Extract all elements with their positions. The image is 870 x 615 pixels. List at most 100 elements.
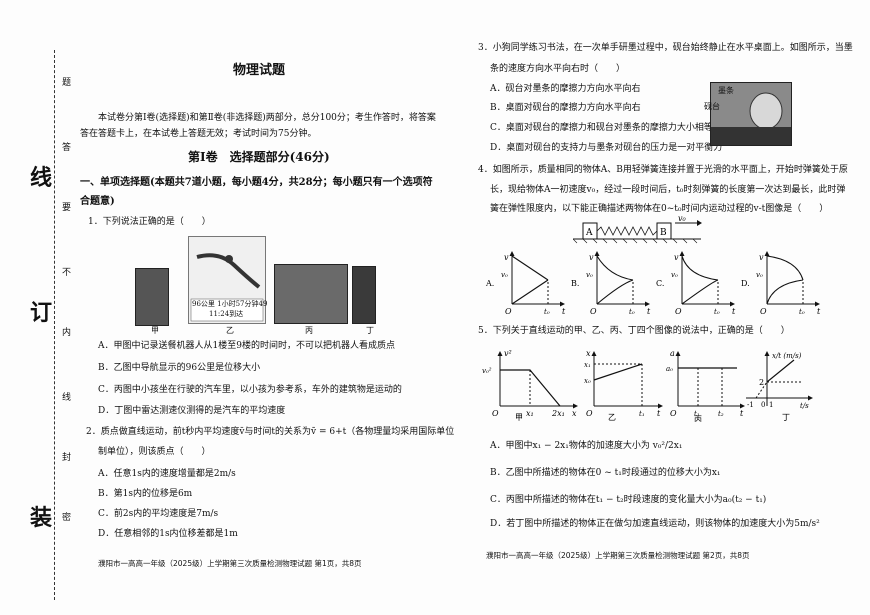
q4-axis-t0-label: t₀ [799,308,805,316]
block-b-label: B [660,228,667,238]
binding-small: 不 [62,268,72,278]
q4-axis-v0-label: v₀ [671,271,678,279]
q4-axis-t-label: t [647,307,651,316]
ding-v2: 2 [759,378,764,387]
question-3: 3．小狗同学练习书法，在一次单手研墨过程中，砚台始终静止在水平桌面上。如图所示，… [478,43,853,53]
jia-x1: x₁ [526,409,534,418]
question-1: 1．下列说法正确的是（ ） [88,217,211,227]
q2-option-b: B．第1s内的位移是6m [98,489,193,499]
q4-graph-letter: B. [571,279,579,288]
binding-char-ding: 订 [30,301,53,326]
q4-axis-t0-label: t₀ [629,308,635,316]
q5-option-b: B．乙图中所描述的物体在0 ~ t₁时段通过的位移大小为x₁ [490,468,721,478]
q4-axis-origin: O [675,307,682,316]
jia-x: x [572,409,577,418]
q5-option-c: C．丙图中所描述的物体在t₁ − t₂时段速度的变化量大小为a₀(t₂ − t₁… [490,495,767,505]
ding-n1: -1 [747,401,754,409]
q4-curve-a [511,255,549,281]
binding-small: 答 [62,143,72,153]
page-footer-1: 濮阳市一高高一年级（2025级）上学期第三次质量检测物理试题 第1页，共8页 [98,559,362,568]
q5-graph-bing: a a₀ O t₁ t₂ t 丙 [666,349,745,422]
q4-axis-t-label: t [732,307,736,316]
q5-graph-jia: v² v₀² O x₁ 2x₁ x 甲 [482,349,578,422]
q4-axis-t0-label: t₀ [544,308,550,316]
binding-small: 封 [62,453,72,463]
page-footer-2: 濮阳市一高高一年级（2025级）上学期第三次质量检测物理试题 第2页，共8页 [486,551,750,560]
question-3-cont: 条的速度方向水平向右时（ ） [490,64,626,74]
part-heading: 第Ⅰ卷 选择题部分(46分) [188,150,330,164]
photo-robot [135,268,169,326]
binding-margin [8,20,68,600]
q2-option-a: A．任意1s内的速度增量都是2m/s [98,469,236,479]
ding-v1: 1 [769,401,773,409]
caption-ding: 丁 [366,326,374,335]
q2-option-d: D．任意相邻的1s内位移差都是1m [98,529,238,539]
q4-axis-origin: O [760,307,767,316]
q2-option-c: C．前2s内的平均速度是7m/s [98,509,219,519]
q4-axis-v0-label: v₀ [586,271,593,279]
question-4-cont: 长，现给物体A一初速度v₀，经过一段时间后，t₀时刻弹簧的长度第一次达到最长，此… [490,185,846,195]
q3-option-a: A．砚台对墨条的摩擦力方向水平向右 [490,84,641,94]
block-a-label: A [585,228,593,238]
jia-y0: v₀² [482,367,492,375]
q1-option-a: A．甲图中记录送餐机器人从1楼至9楼的时间时，不可以把机器人看成质点 [98,341,395,351]
spring-diagram: A B v₀ [573,215,702,244]
yi-caption: 乙 [608,413,616,422]
intro-line: 本试卷分第Ⅰ卷(选择题)和第Ⅱ卷(非选择题)两部分，总分100分；考生作答时，将… [98,113,436,123]
q4-curve-a [766,255,804,281]
bing-caption: 丙 [694,415,702,422]
photo-radar [352,266,376,324]
question-2: 2．质点做直线运动，前t秒内平均速度v̄与时间t的关系为v̄ = 6+t（各物理… [86,427,455,437]
yi-y: x [586,349,591,358]
caption-yi: 乙 [226,326,234,335]
q4-graph-letter: D. [741,279,750,288]
paper-title: 物理试题 [233,63,286,78]
q4-axis-v0-label: v₀ [756,271,763,279]
nav-map [190,253,264,322]
q3-option-c: C．桌面对砚台的摩擦力和砚台对墨条的摩擦力大小相等 [490,123,713,133]
yi-t: t [657,409,661,418]
jia-o: O [492,409,499,418]
v0-label: v₀ [678,215,687,223]
label-ink-stick: 墨条 [718,86,734,95]
bing-t2: t₂ [718,410,724,418]
q4-axis-t-label: t [817,307,821,316]
binding-line [54,50,55,600]
q4-curve-b [596,279,634,305]
jia-y: v² [504,349,512,358]
question-2-cont: 制单位），则该质点（ ） [98,447,211,457]
ding-t: t/s [800,402,809,410]
q5-graph-ding: x/t (m/s) 2 1 -1 0 t/s 丁 [746,351,813,422]
q5-option-d: D．若丁图中所描述的物体正在做匀加速直线运动，则该物体的加速度大小为5m/s² [490,519,820,529]
q1-option-d: D．丁图中雷达测速仪测得的是汽车的平均速度 [98,406,286,416]
intro-line: 答在答题卡上，在本试卷上答题无效；考试时间为75分钟。 [80,129,317,139]
q4-curve-a [596,255,634,281]
q4-axis-v-label: v [674,253,679,262]
q3-option-b: B．桌面对砚台的摩擦力方向水平向右 [490,103,641,113]
ding-caption: 丁 [782,413,790,422]
q4-axis-t-label: t [562,307,566,316]
bing-o: O [670,409,677,418]
q5-graph-yi: x x₁ x₀ O t₁ t 乙 [584,349,663,422]
label-inkstone: 砚台 [704,102,720,111]
caption-bing: 丙 [305,326,313,335]
q4-graph-letter: A. [485,279,494,288]
q1-option-c: C．丙图中小孩坐在行驶的汽车里，以小孩为参考系，车外的建筑物是运动的 [98,385,402,395]
question-5: 5．下列关于直线运动的甲、乙、丙、丁四个图像的说法中，正确的是（ ） [478,326,790,336]
q4-axis-v-label: v [589,253,594,262]
section-heading: 合题意) [80,196,115,207]
q4-axis-origin: O [505,307,512,316]
nav-distance-text: 96公里 1小时57分钟49 [192,300,268,308]
yi-x0: x₀ [584,377,591,385]
binding-small: 线 [62,393,72,403]
q4-curve-a [681,255,719,281]
bing-y: a [670,349,675,358]
yi-o: O [586,409,593,418]
q4-graph-letter: C. [656,279,664,288]
photo-navigation: 96公里 1小时57分钟49 11:24到达 [188,236,268,324]
binding-small: 内 [62,328,72,338]
yi-t1: t₁ [639,410,645,418]
ding-y: x/t (m/s) [772,352,802,360]
